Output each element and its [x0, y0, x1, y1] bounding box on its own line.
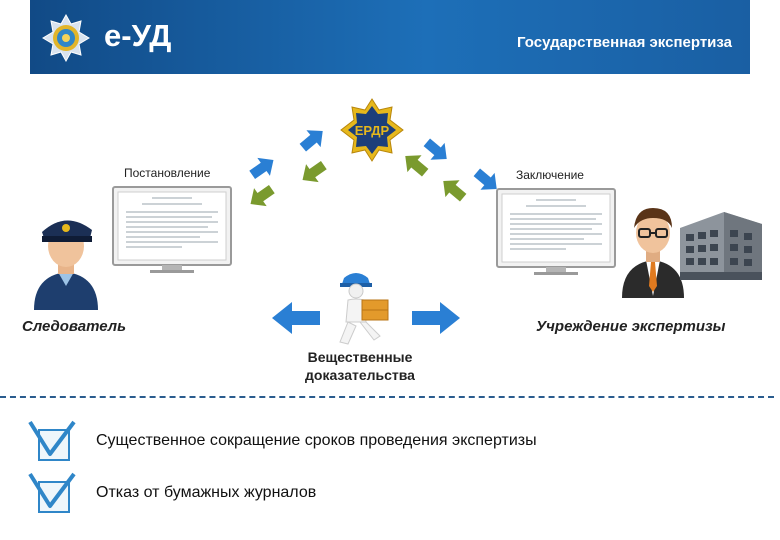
monitor-right-icon — [496, 188, 616, 276]
arrow-to-badge-right-upper — [398, 147, 433, 182]
arrow-to-monitor-left — [244, 180, 279, 214]
expert-icon — [620, 200, 686, 298]
evidence-label: Вещественные доказательства — [280, 348, 440, 384]
arrow-to-badge-left-upper — [295, 122, 330, 157]
benefit-item: Существенное сокращение сроков проведени… — [28, 418, 748, 468]
kazakhstan-emblem-icon — [42, 14, 90, 62]
benefit-text: Существенное сокращение сроков проведени… — [96, 432, 537, 449]
evidence-label-line2: доказательства — [305, 367, 415, 383]
document-label-conclusion: Заключение — [516, 168, 584, 182]
arrow-to-badge-right-lower — [436, 172, 471, 207]
arrow-from-badge-right-upper — [419, 133, 454, 168]
erdr-badge-text: ЕРДР — [355, 123, 390, 138]
arrow-from-badge-left — [296, 156, 331, 190]
benefit-item: Отказ от бумажных журналов — [28, 470, 748, 520]
evidence-label-line1: Вещественные — [307, 349, 413, 365]
benefit-text: Отказ от бумажных журналов — [96, 484, 317, 501]
courier-icon — [334, 270, 398, 346]
erdr-badge-icon: ЕРДР — [340, 98, 404, 162]
checkbox-check-icon — [28, 470, 78, 520]
evidence-arrow-left — [272, 302, 320, 334]
checkbox-check-icon — [28, 418, 78, 468]
evidence-arrow-right — [412, 302, 460, 334]
dashed-divider — [0, 396, 774, 398]
arrow-to-badge-left-lower — [245, 150, 280, 184]
monitor-left-icon — [112, 186, 232, 274]
role-label-investigator: Следователь — [22, 318, 127, 335]
header-banner: е-УД Государственная экспертиза — [30, 0, 750, 74]
app-title: е-УД — [104, 18, 172, 53]
role-label-expert-institution: Учреждение экспертизы — [536, 318, 726, 335]
document-label-resolution: Постановление — [124, 166, 211, 180]
header-subtitle: Государственная экспертиза — [517, 34, 732, 51]
investigator-icon — [28, 206, 104, 310]
expertise-building-icon — [676, 208, 764, 282]
